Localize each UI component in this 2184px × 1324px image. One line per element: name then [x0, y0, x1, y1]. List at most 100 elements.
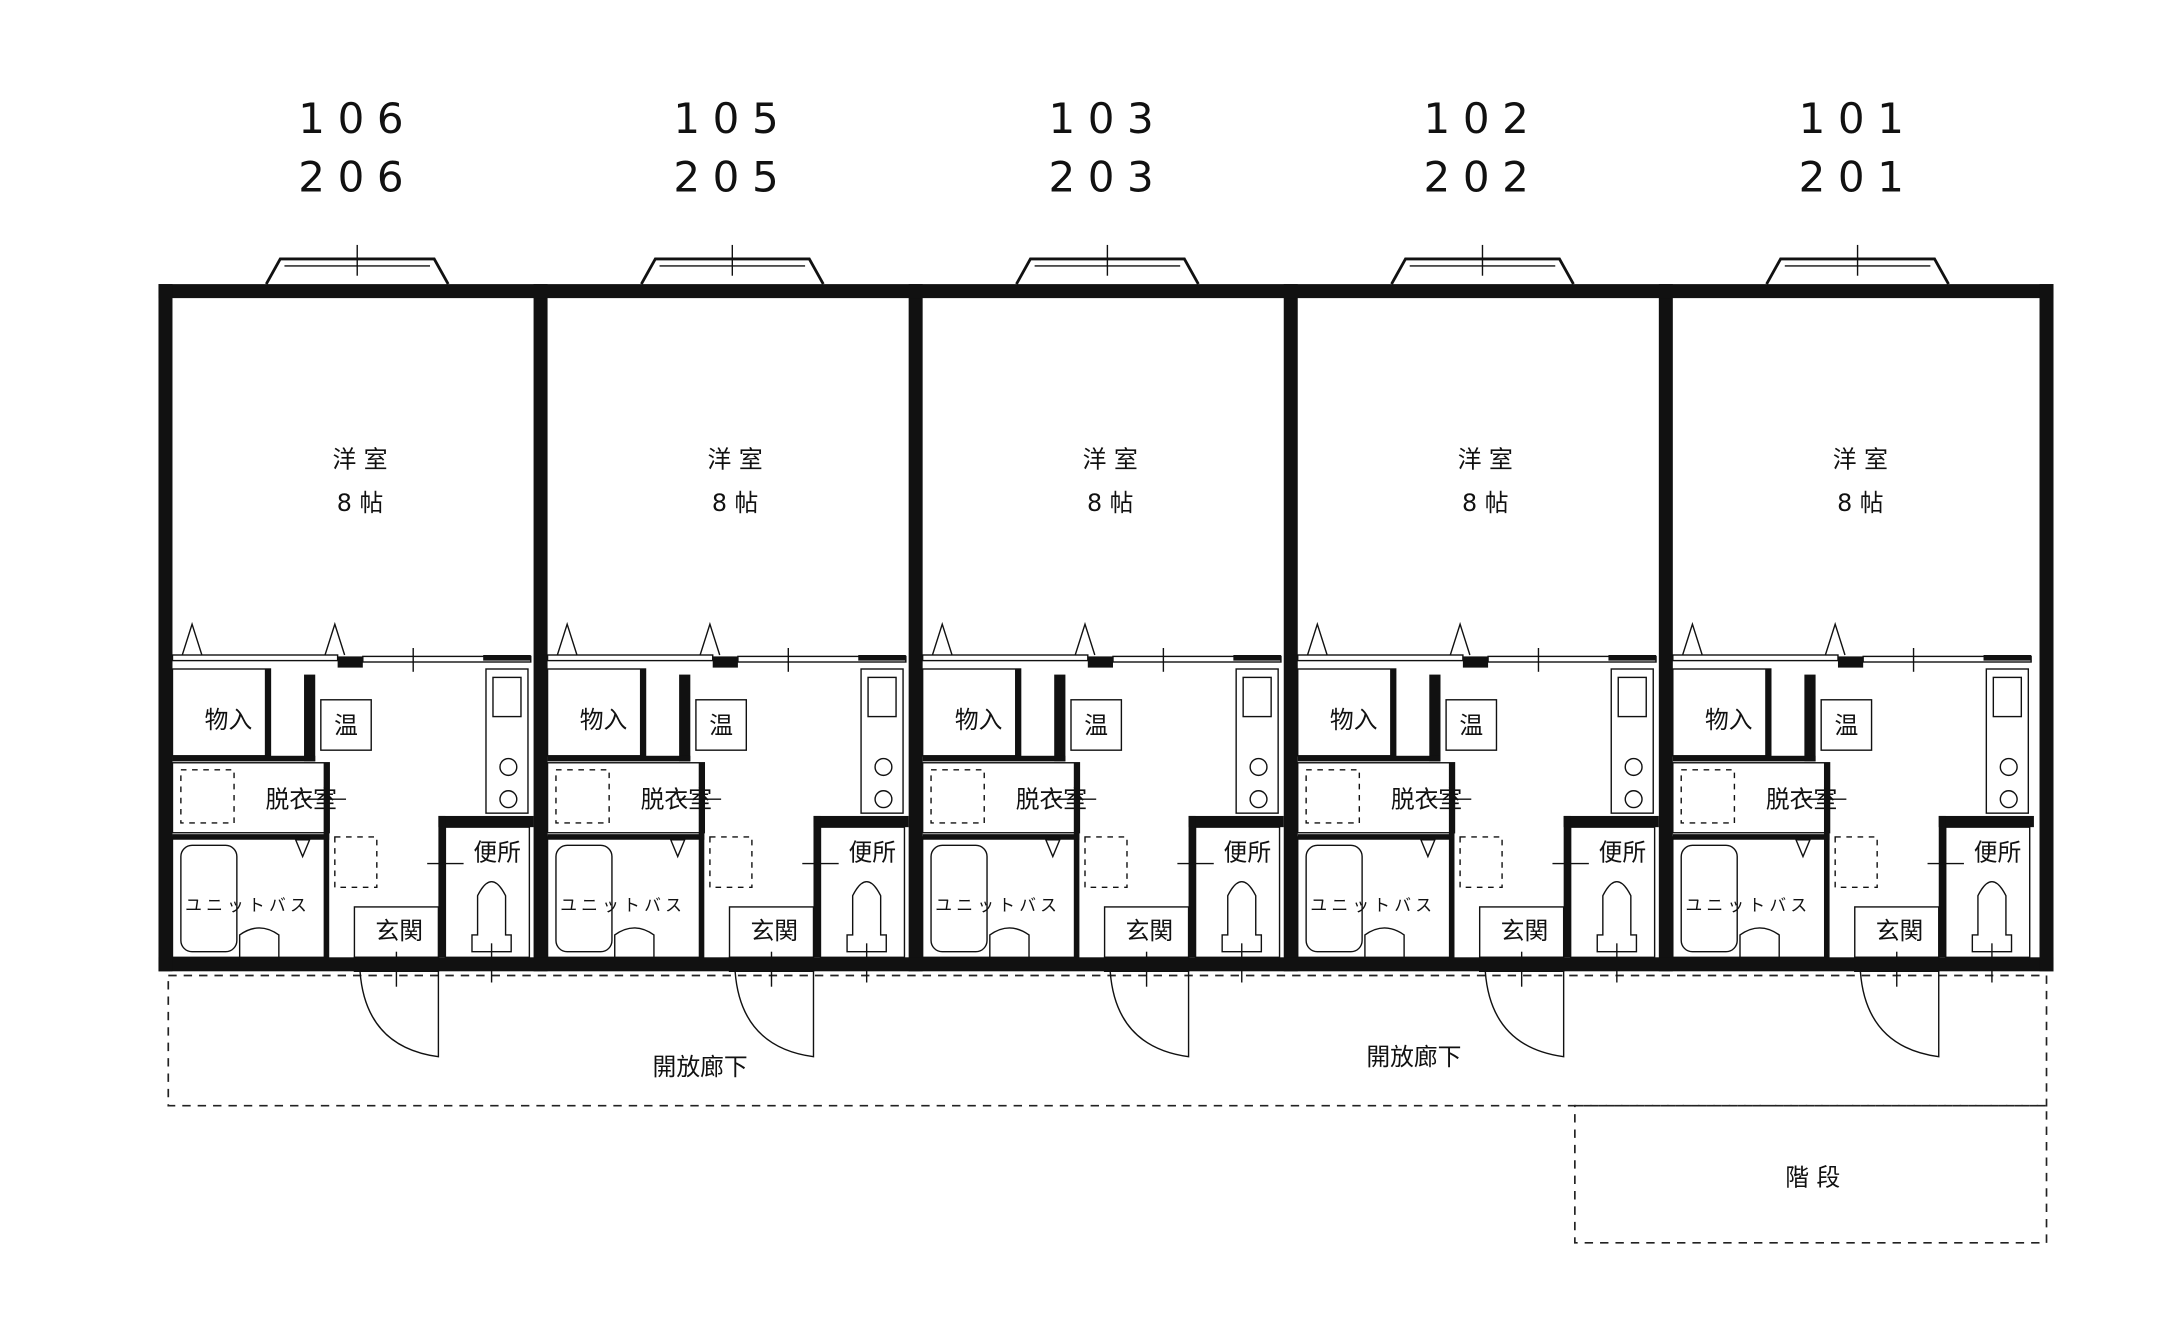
wall	[1015, 668, 1021, 756]
washer-space-icon	[1680, 769, 1736, 824]
sink-icon	[1992, 676, 2023, 718]
stove-burner-icon	[499, 757, 518, 777]
closet-label: 物入	[580, 706, 628, 734]
sink-icon	[1242, 676, 1272, 718]
toilet-label: 便所	[1974, 839, 2022, 867]
bathtub	[1305, 844, 1363, 953]
party-wall	[908, 284, 923, 972]
unit-bath-label: ユニットバス	[560, 895, 686, 915]
room-size: 8 帖	[1462, 489, 1508, 517]
wall	[1765, 668, 1771, 756]
bathtub	[555, 844, 613, 953]
unit-number-second-floor: 206	[298, 153, 416, 202]
kitchen-counter	[1610, 668, 1654, 814]
door-swing	[1859, 971, 1940, 1058]
wall	[337, 656, 363, 668]
outer-wall-right	[2039, 284, 2054, 972]
closet-rail	[1672, 654, 1839, 662]
toilet-icon	[1971, 881, 2013, 953]
unit: 106206洋 室8 帖物入温脱衣室ユニットバス便所玄関	[171, 94, 534, 1058]
closet-door-icon	[1449, 621, 1471, 656]
wall	[1672, 755, 1816, 762]
sink	[989, 927, 1030, 958]
wall	[712, 656, 738, 668]
door-swing	[359, 971, 440, 1058]
unit-bath-label: ユニットバス	[185, 895, 311, 915]
unit-number-second-floor: 202	[1424, 153, 1542, 202]
room-label: 洋 室	[1833, 445, 1888, 473]
unit-number-second-floor: 205	[673, 153, 791, 202]
wall	[639, 668, 646, 756]
unit-bath-label: ユニットバス	[935, 895, 1061, 915]
unit-number-second-floor: 203	[1048, 153, 1166, 202]
closet-door-icon	[556, 621, 578, 656]
door-mark	[669, 839, 686, 859]
entrance-label: 玄関	[375, 917, 423, 945]
vent-icon	[1459, 836, 1503, 889]
kitchen-counter	[1985, 668, 2030, 814]
water-heater	[1820, 699, 1873, 751]
door-swing	[1109, 971, 1190, 1058]
bathtub	[180, 844, 238, 953]
wall	[858, 655, 906, 661]
unit: 103203洋 室8 帖物入温脱衣室ユニットバス便所玄関	[908, 94, 1284, 1058]
outer-wall-left	[158, 284, 173, 972]
wall	[172, 834, 330, 840]
wall	[264, 668, 271, 756]
sink	[1364, 927, 1405, 958]
wall	[1297, 755, 1441, 762]
wall	[547, 834, 705, 840]
stairs-outline	[1574, 1104, 2048, 1244]
wall	[1563, 815, 1571, 958]
washer-space-icon	[555, 769, 610, 824]
vent-icon	[709, 836, 753, 889]
wall	[1672, 834, 1830, 840]
water-heater-label: 温	[1834, 711, 1858, 739]
wall	[1938, 815, 1946, 958]
wall	[1297, 834, 1455, 840]
wall	[1054, 674, 1066, 762]
corridor-label-left: 開放廊下	[653, 1053, 748, 1081]
wall	[1390, 668, 1396, 756]
stairs-label: 階 段	[1785, 1163, 1840, 1191]
bathtub	[1680, 844, 1738, 953]
stove-burner-icon	[1249, 757, 1268, 777]
unit-bath-label: ユニットバス	[1685, 895, 1811, 915]
closet-rail	[546, 654, 714, 662]
stove-burner-icon	[874, 757, 893, 777]
closet-label: 物入	[955, 706, 1003, 734]
closet-door-icon	[1306, 621, 1328, 656]
closet-label: 物入	[205, 706, 253, 734]
unit-number-first-floor: 102	[1424, 94, 1542, 143]
closet-label: 物入	[1330, 706, 1378, 734]
water-heater-label: 温	[1459, 711, 1483, 739]
toilet-icon	[1221, 881, 1263, 953]
unit: 101201洋 室8 帖物入温脱衣室ユニットバス便所玄関	[1658, 94, 2034, 1058]
sink	[1739, 927, 1780, 958]
stove-burner-icon	[1999, 790, 2018, 809]
water-heater	[1445, 699, 1498, 751]
sink-icon	[1617, 676, 1647, 718]
unit-number-first-floor: 106	[298, 94, 416, 143]
stove-burner-icon	[1999, 757, 2018, 777]
wall	[1429, 674, 1441, 762]
wall	[1837, 656, 1864, 668]
kitchen-counter	[860, 668, 904, 814]
stove-burner-icon	[1624, 757, 1643, 777]
room-size: 8 帖	[1087, 489, 1133, 517]
sink-icon	[492, 676, 522, 718]
wall	[1188, 815, 1284, 828]
wall	[172, 755, 316, 762]
wall	[1804, 674, 1816, 762]
party-wall	[533, 284, 548, 972]
water-heater	[1070, 699, 1123, 751]
vent-icon	[1834, 836, 1878, 889]
wall	[813, 815, 821, 958]
closet-door-icon	[1824, 621, 1846, 656]
door-swing	[734, 971, 815, 1058]
wall	[1233, 655, 1281, 661]
kitchen-counter	[1235, 668, 1279, 814]
closet-rail	[1297, 654, 1464, 662]
stove-burner-icon	[874, 790, 893, 809]
room-label: 洋 室	[708, 445, 763, 473]
